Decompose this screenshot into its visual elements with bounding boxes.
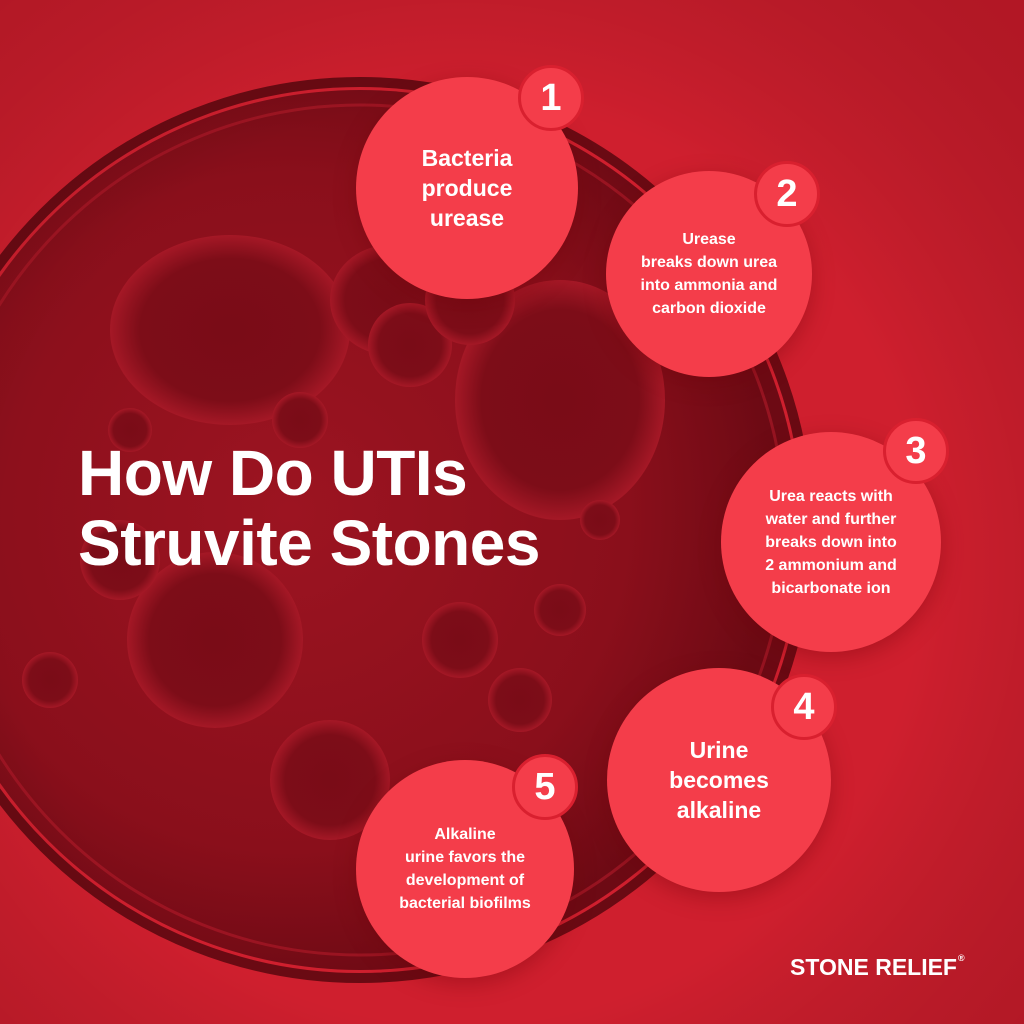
page-title: How Do UTIs Struvite Stones [78, 438, 540, 578]
step-3-text: Urea reacts with water and further break… [765, 485, 897, 600]
step-1-number-badge: 1 [518, 65, 584, 131]
stone-relief-logo: STONE RELIEF ® [790, 954, 965, 980]
step-3-circle: Urea reacts with water and further break… [721, 432, 941, 652]
step-2-text: Urease breaks down urea into ammonia and… [641, 228, 778, 320]
title-line-1: How Do UTIs [78, 438, 540, 508]
step-5-circle: Alkaline urine favors the development of… [356, 760, 574, 978]
step-4-text: Urine becomes alkaline [669, 735, 769, 825]
step-2-circle: Urease breaks down urea into ammonia and… [606, 171, 812, 377]
step-1-circle: Bacteria produce urease 1 [356, 77, 578, 299]
registered-mark: ® [958, 954, 965, 963]
step-5-text: Alkaline urine favors the development of… [399, 823, 531, 915]
step-2-number-badge: 2 [754, 161, 820, 227]
title-line-2: Struvite Stones [78, 508, 540, 578]
logo-text: STONE RELIEF [790, 954, 957, 980]
step-4-circle: Urine becomes alkaline 4 [607, 668, 831, 892]
step-3-number-badge: 3 [883, 418, 949, 484]
step-4-number-badge: 4 [771, 674, 837, 740]
step-1-text: Bacteria produce urease [422, 143, 513, 233]
step-5-number-badge: 5 [512, 754, 578, 820]
